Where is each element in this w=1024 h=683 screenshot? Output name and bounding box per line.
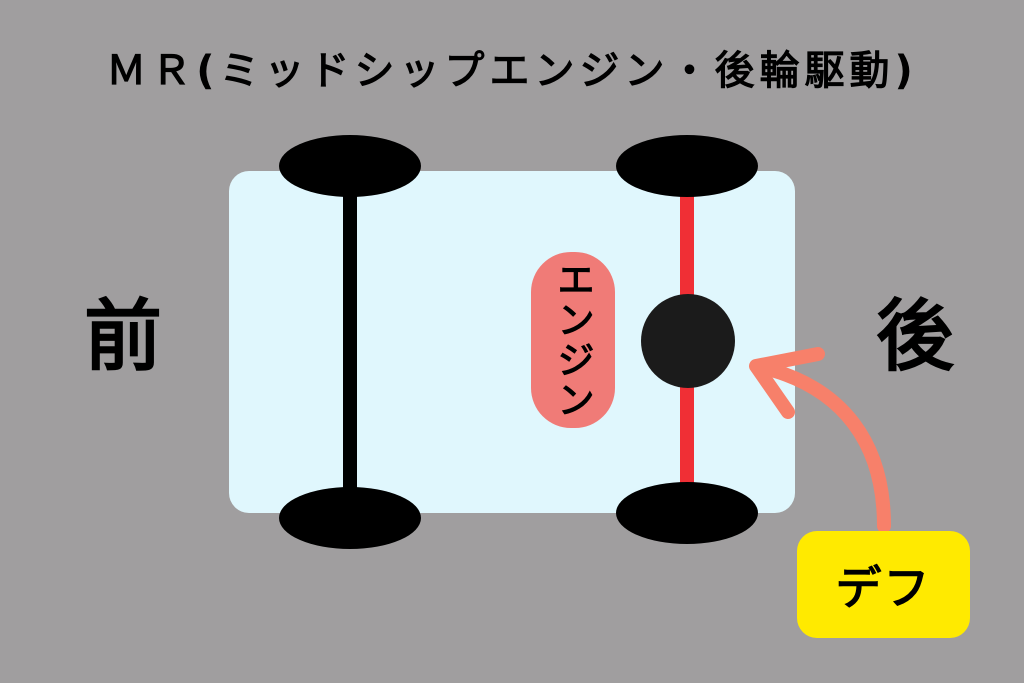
diagram-title: ＭＲ(ミッドシップエンジン・後輪駆動) bbox=[106, 48, 918, 94]
differential-unit bbox=[641, 294, 735, 388]
front-right-wheel bbox=[279, 487, 421, 549]
differential-label-box: デフ bbox=[797, 531, 970, 638]
front-label: 前 bbox=[84, 292, 163, 382]
differential-label: デフ bbox=[835, 560, 932, 615]
engine-label: エンジン bbox=[550, 260, 595, 420]
engine-label-box: エンジン bbox=[531, 252, 615, 428]
car-body bbox=[229, 171, 795, 513]
rear-label: 後 bbox=[876, 292, 955, 382]
rear-left-wheel bbox=[616, 135, 758, 197]
rear-right-wheel bbox=[616, 482, 758, 544]
front-left-wheel bbox=[279, 135, 421, 197]
front-axle bbox=[343, 192, 357, 502]
arrow-head bbox=[749, 347, 825, 419]
arrow-curve bbox=[765, 363, 891, 533]
